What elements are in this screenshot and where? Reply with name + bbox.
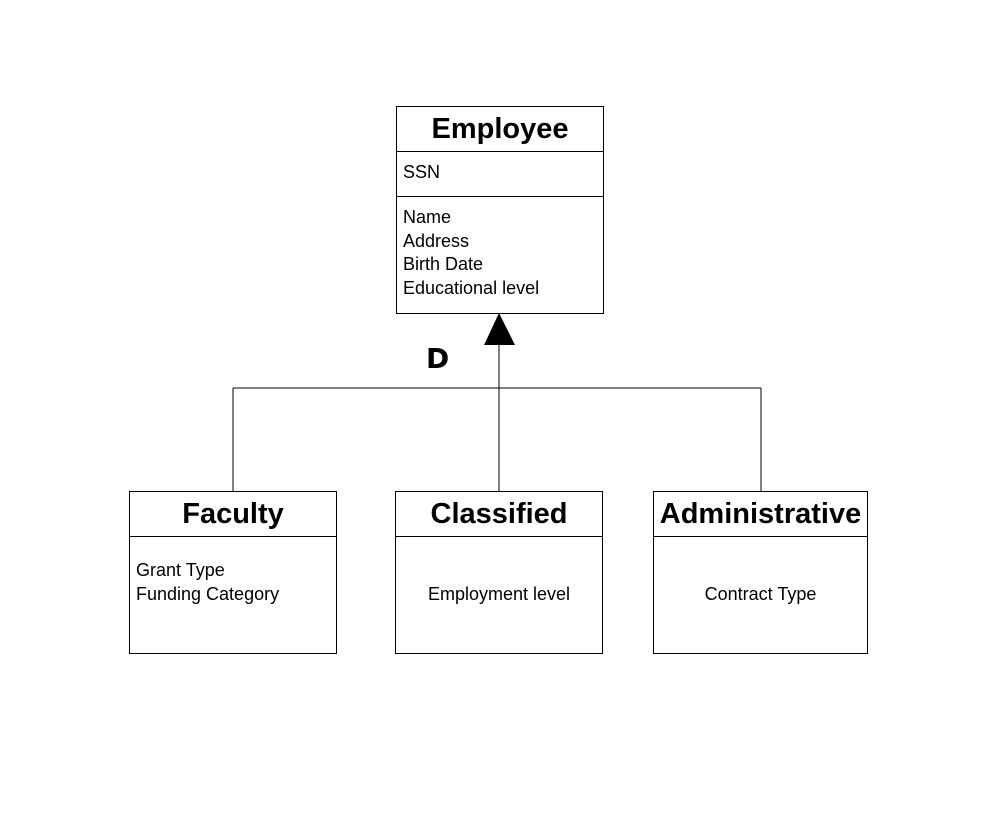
- entity-administrative-attributes: Contract Type: [654, 537, 867, 607]
- entity-administrative-title: Administrative: [654, 492, 867, 537]
- attribute-ssn: SSN: [403, 162, 441, 182]
- entity-employee-title: Employee: [397, 107, 603, 152]
- attribute-birth-date: Birth Date: [403, 254, 484, 274]
- attribute-employment-level: Employment level: [427, 584, 571, 604]
- entity-faculty[interactable]: Faculty Grant Type Funding Category: [129, 491, 337, 654]
- attribute-name: Name: [403, 207, 452, 227]
- entity-classified-title: Classified: [396, 492, 602, 537]
- entity-faculty-attributes: Grant Type Funding Category: [130, 537, 336, 606]
- attribute-grant-type: Grant Type: [136, 560, 225, 580]
- entity-administrative[interactable]: Administrative Contract Type: [653, 491, 868, 654]
- entity-employee-key-section: SSN: [397, 152, 603, 197]
- entity-classified-attributes: Employment level: [396, 537, 602, 607]
- entity-classified[interactable]: Classified Employment level: [395, 491, 603, 654]
- disjoint-constraint-label: D: [426, 342, 450, 375]
- entity-employee[interactable]: Employee SSN Name Address Birth Date Edu…: [396, 106, 604, 314]
- attribute-educational-level: Educational level: [403, 277, 540, 298]
- attribute-contract-type: Contract Type: [704, 584, 817, 604]
- attribute-funding-category: Funding Category: [136, 583, 280, 604]
- inheritance-arrow-head: [484, 313, 515, 345]
- entity-employee-attributes: Name Address Birth Date Educational leve…: [397, 197, 603, 300]
- attribute-address: Address: [403, 230, 470, 251]
- entity-faculty-title: Faculty: [130, 492, 336, 537]
